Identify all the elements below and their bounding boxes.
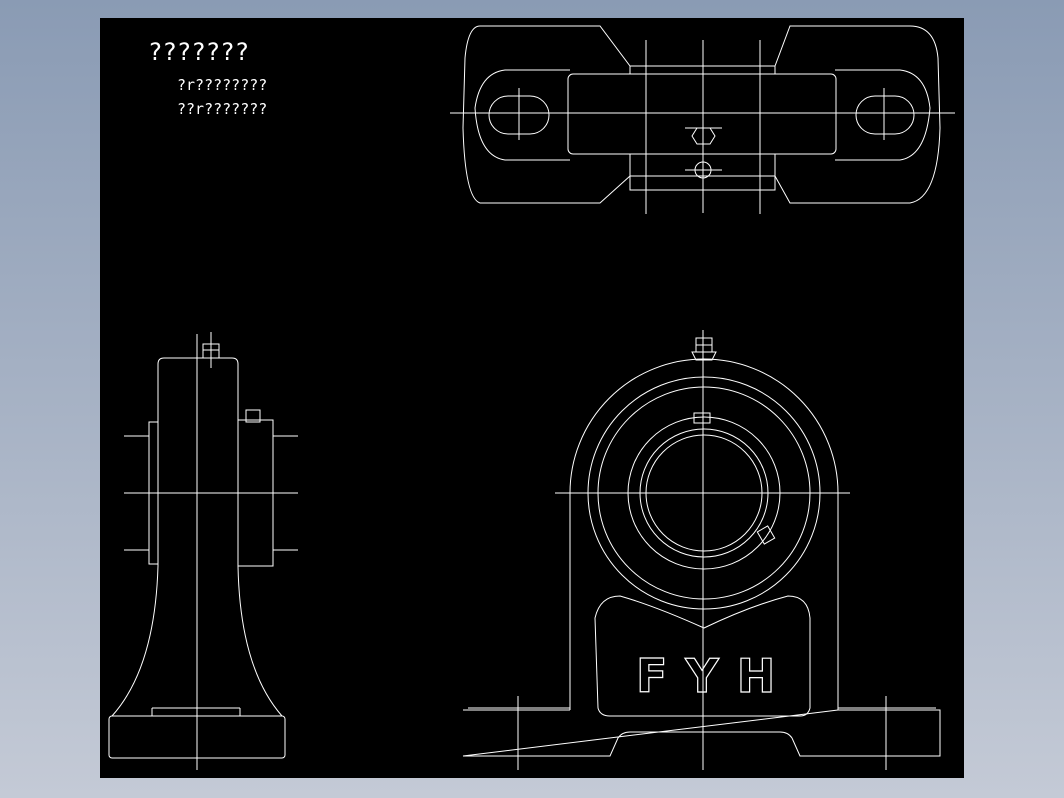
cad-drawing: ??????? ?r???????? ??r??????? <box>108 25 955 770</box>
front-view-logo: FYH <box>636 649 793 703</box>
top-view-left-lug-inner <box>474 69 570 161</box>
top-view-outline <box>462 25 941 204</box>
title-line-3: ??r??????? <box>177 100 267 118</box>
front-view-top-notch <box>693 412 711 424</box>
cad-drawing-viewport[interactable]: ??????? ?r???????? ??r??????? <box>100 18 964 778</box>
side-view-set-screw <box>245 409 261 423</box>
side-view <box>108 332 298 770</box>
title-line-1: ??????? <box>148 38 249 66</box>
front-view-housing-outline <box>569 358 839 710</box>
top-view-housing <box>567 73 837 155</box>
front-view-logo-recess <box>594 595 811 717</box>
top-view-right-bolt-slot <box>855 95 915 135</box>
title-line-2: ?r???????? <box>177 76 267 94</box>
front-view-side-key <box>756 525 776 545</box>
title-block: ??????? ?r???????? ??r??????? <box>148 38 267 118</box>
front-view-base <box>462 709 941 757</box>
top-view-right-lug-inner <box>835 69 931 161</box>
side-view-housing <box>157 357 239 566</box>
front-view <box>462 330 941 770</box>
top-view-left-bolt-slot <box>488 95 550 135</box>
top-view <box>450 25 955 214</box>
front-view-grease-nipple <box>691 337 717 361</box>
